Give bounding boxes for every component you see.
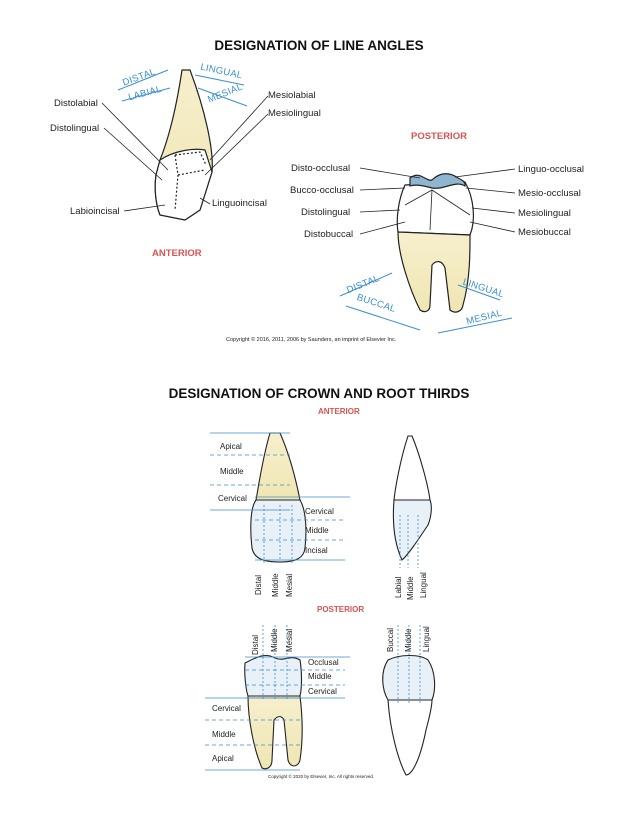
label-cervical-ant-root: Cervical xyxy=(218,494,247,503)
label-mesiolingual: Mesiolingual xyxy=(268,108,321,119)
anterior-heading-1: ANTERIOR xyxy=(152,248,202,259)
label-occlusal-post: Occlusal xyxy=(308,658,339,667)
anterior-side-thirds xyxy=(392,435,432,561)
label-distolingual: Distolingual xyxy=(50,123,100,134)
label-incisal-ant: Incisal xyxy=(305,546,328,555)
label-mesiolabial: Mesiolabial xyxy=(268,90,316,101)
copyright-2: Copyright © 2020 by Elsevier, Inc. All r… xyxy=(268,774,375,779)
label-middle-post-crown: Middle xyxy=(308,672,332,681)
line-angles-title: DESIGNATION OF LINE ANGLES xyxy=(214,38,424,53)
label-cervical-post-root: Cervical xyxy=(212,704,241,713)
label-lingual-ant: Lingual xyxy=(419,572,428,598)
label-labial-ant: Labial xyxy=(394,576,403,598)
label-distal-post: Distal xyxy=(251,634,260,655)
label-linguo-occlusal: Linguo-occlusal xyxy=(518,164,585,175)
label-labioincisal: Labioincisal xyxy=(70,206,120,217)
label-mesiobuccal: Mesiobuccal xyxy=(518,227,571,238)
label-distolabial: Distolabial xyxy=(54,98,98,109)
label-apical-ant: Apical xyxy=(220,442,242,451)
label-buccal-post: Buccal xyxy=(386,627,395,652)
label-bucco-occlusal: Bucco-occlusal xyxy=(290,185,354,196)
posterior-heading-2: POSTERIOR xyxy=(317,605,365,614)
label-middle-post-root: Middle xyxy=(212,730,236,739)
anterior-incisor-thirds xyxy=(250,432,307,563)
crown-root-thirds-title: DESIGNATION OF CROWN AND ROOT THIRDS xyxy=(168,386,470,401)
copyright-1: Copyright © 2016, 2011, 2006 by Saunders… xyxy=(226,337,397,343)
label-linguoincisal: Linguoincisal xyxy=(212,198,267,209)
label-cervical-ant-crown: Cervical xyxy=(305,507,334,516)
label-middle-post-bl: Middle xyxy=(404,628,413,652)
label-middle-ant-ll: Middle xyxy=(406,576,415,600)
label-middle-ant-crown: Middle xyxy=(305,526,329,535)
label-apical-post: Apical xyxy=(212,754,234,763)
label-middle-post-md: Middle xyxy=(270,628,279,652)
posterior-molar-thirds xyxy=(244,654,303,770)
label-mesiolingual-post: Mesiolingual xyxy=(518,208,571,219)
label-mesial-ant: Mesial xyxy=(285,573,294,597)
posterior-tooth-line-angles xyxy=(396,173,475,313)
posterior-heading-1: POSTERIOR xyxy=(411,131,467,142)
label-middle-ant-root: Middle xyxy=(220,467,244,476)
label-distal-ant: Distal xyxy=(254,574,263,595)
label-middle-ant-md: Middle xyxy=(271,573,280,597)
anterior-heading-2: ANTERIOR xyxy=(318,407,360,416)
label-mesio-occlusal: Mesio-occlusal xyxy=(518,188,581,199)
label-disto-occlusal: Disto-occlusal xyxy=(291,163,351,174)
label-distobuccal: Distobuccal xyxy=(304,229,354,240)
label-cervical-post-crown: Cervical xyxy=(308,687,337,696)
label-mesial-post: Mesial xyxy=(285,628,294,652)
label-lingual-post: Lingual xyxy=(422,626,431,652)
anterior-tooth-line-angles xyxy=(154,69,213,221)
label-distolingual-post: Distolingual xyxy=(301,207,351,218)
